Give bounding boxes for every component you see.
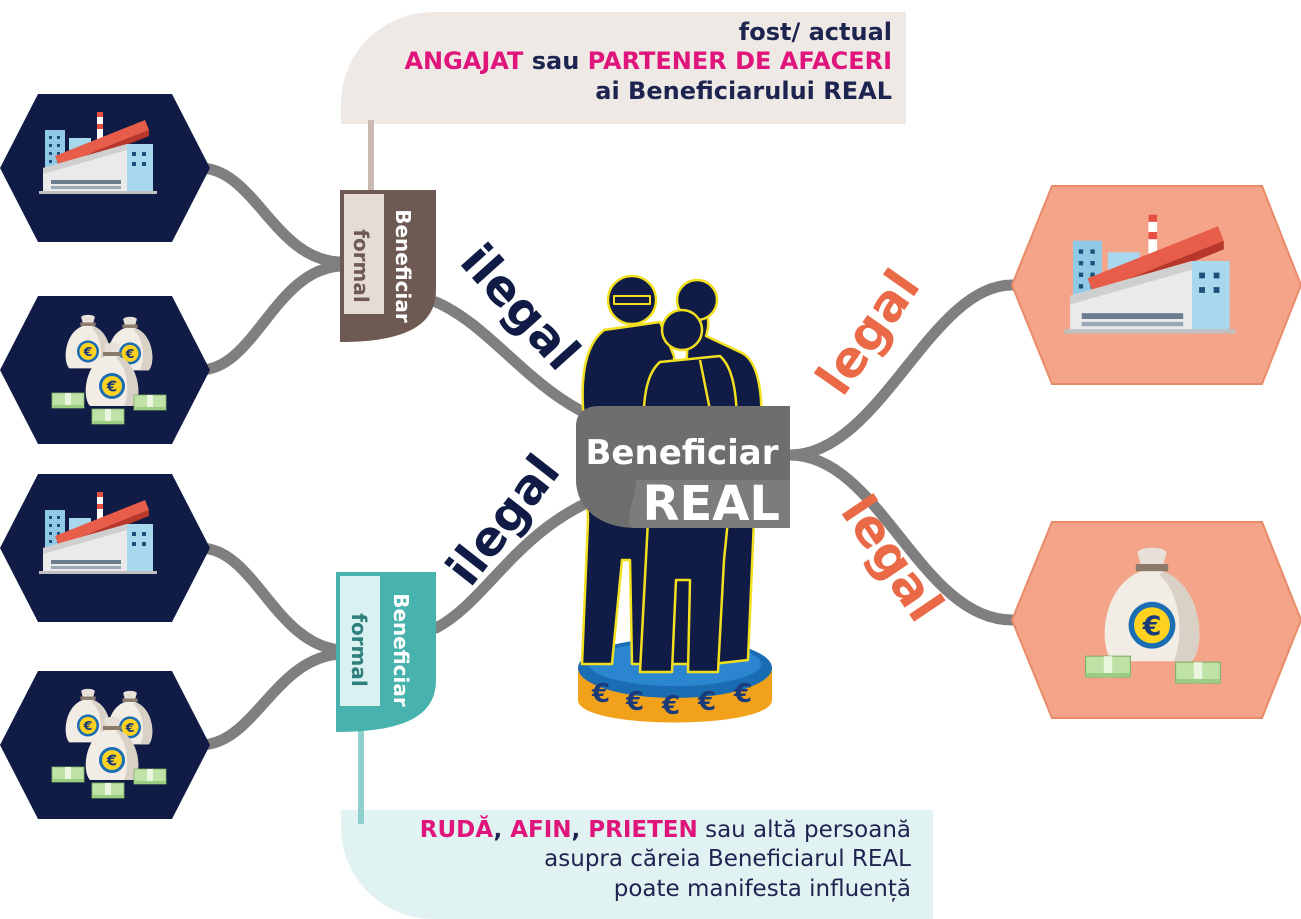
formal-top-line1: Beneficiar — [391, 209, 415, 323]
callout-bottom-line2: asupra căreia Beneficiarul REAL — [544, 846, 911, 873]
callout-bottom-line3: poate manifesta influență — [613, 875, 911, 902]
connector-left2 — [194, 260, 348, 376]
bottom-callout-stem — [358, 728, 364, 824]
employee-partner-callout: fost/ actual ANGAJAT sau PARTENER DE AFA… — [341, 12, 906, 124]
connector-left3 — [194, 542, 348, 656]
legal-bottom-label: legal — [830, 485, 955, 632]
pedestal-euro-symbol: € — [697, 687, 716, 717]
center-label-line2: REAL — [643, 476, 780, 532]
right-node-2[interactable] — [1010, 521, 1301, 719]
formal-top-line2: formal — [349, 229, 373, 303]
pedestal-euro-symbol: € — [661, 691, 680, 721]
connector-legal-bottom — [784, 449, 1018, 626]
pedestal-euro-symbol: € — [591, 679, 610, 709]
beneficiar-formal-bottom[interactable]: Beneficiar formal — [336, 572, 436, 732]
right-node-1[interactable] — [1010, 185, 1301, 385]
top-callout-stem — [368, 120, 374, 190]
beneficiar-formal-top[interactable]: Beneficiar formal — [340, 190, 436, 342]
callout-top-line1: fost/ actual — [738, 18, 892, 46]
relative-friend-callout: RUDĂ, AFIN, PRIETEN sau altă persoană as… — [341, 810, 933, 919]
callout-bottom-line1: RUDĂ, AFIN, PRIETEN sau altă persoană — [419, 817, 911, 843]
pedestal-euro-symbol: € — [733, 679, 752, 709]
formal-bottom-line1: Beneficiar — [389, 593, 413, 707]
left-node-2[interactable] — [0, 296, 210, 444]
center-label-line1: Beneficiar — [586, 433, 779, 473]
connector-legal-top — [784, 279, 1018, 461]
euro-coin-pedestal-icon: € € € € € — [578, 638, 772, 723]
left-node-4[interactable] — [0, 671, 210, 819]
callout-top-line3: ai Beneficiarului REAL — [595, 76, 892, 105]
left-node-1[interactable] — [0, 94, 210, 242]
connector-left1 — [194, 162, 348, 268]
pedestal-euro-symbol: € — [625, 687, 644, 717]
legal-top-label: legal — [805, 259, 932, 405]
beneficiar-real-box[interactable]: Beneficiar REAL — [576, 406, 790, 532]
left-node-3[interactable] — [0, 474, 210, 622]
connector-left4 — [194, 648, 348, 751]
callout-top-line2: ANGAJAT sau PARTENER DE AFACERI — [404, 47, 892, 76]
formal-bottom-line2: formal — [347, 613, 371, 687]
